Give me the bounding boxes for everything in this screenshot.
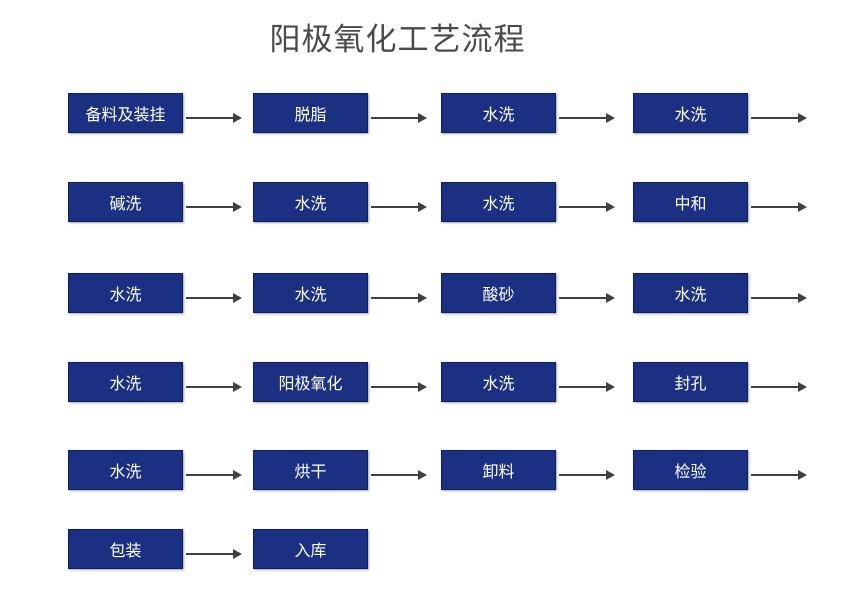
flow-arrow (186, 201, 243, 213)
step-box: 水洗 (253, 182, 368, 222)
flow-arrow (186, 381, 243, 393)
flow-arrow (751, 201, 808, 213)
step-box: 水洗 (68, 450, 183, 490)
step-box: 水洗 (441, 362, 556, 402)
step-box: 水洗 (633, 93, 748, 133)
step-box: 阳极氧化 (253, 362, 368, 402)
step-box: 水洗 (441, 182, 556, 222)
flow-arrow (186, 112, 243, 124)
flow-arrow (559, 112, 616, 124)
flow-arrow (559, 381, 616, 393)
step-box: 中和 (633, 182, 748, 222)
step-box: 封孔 (633, 362, 748, 402)
flow-arrow (371, 201, 428, 213)
flow-arrow (751, 112, 808, 124)
flow-arrow (371, 292, 428, 304)
step-box: 备料及装挂 (68, 93, 183, 133)
step-box: 水洗 (253, 273, 368, 313)
flow-arrow (186, 469, 243, 481)
flow-arrow (751, 292, 808, 304)
step-box: 水洗 (68, 362, 183, 402)
step-box: 卸料 (441, 450, 556, 490)
flow-arrow (371, 381, 428, 393)
step-box: 碱洗 (68, 182, 183, 222)
flow-arrow (559, 201, 616, 213)
flow-arrow (559, 292, 616, 304)
flow-arrow (371, 469, 428, 481)
step-box: 酸砂 (441, 273, 556, 313)
flow-arrow (751, 381, 808, 393)
step-box: 入库 (253, 529, 368, 569)
step-box: 检验 (633, 450, 748, 490)
step-box: 烘干 (253, 450, 368, 490)
flow-arrow (371, 112, 428, 124)
page-title: 阳极氧化工艺流程 (269, 22, 526, 58)
flow-arrow (559, 469, 616, 481)
flow-arrow (186, 548, 243, 560)
step-box: 水洗 (68, 273, 183, 313)
flow-arrow (186, 292, 243, 304)
step-box: 水洗 (633, 273, 748, 313)
step-box: 包装 (68, 529, 183, 569)
flow-arrow (751, 469, 808, 481)
step-box: 水洗 (441, 93, 556, 133)
step-box: 脱脂 (253, 93, 368, 133)
